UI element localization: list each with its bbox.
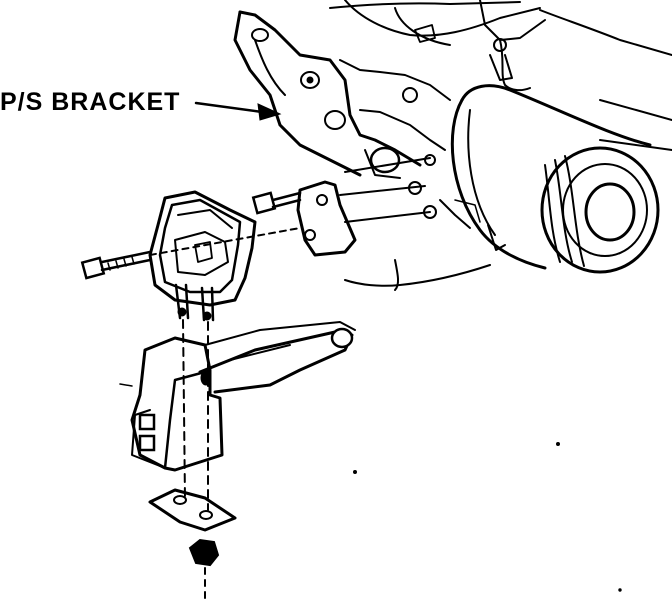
through-bolt-upper [251,191,302,215]
crankshaft-pulley [450,84,660,274]
callout-label: P/S BRACKET [0,88,181,116]
engine-side-bracket [296,157,431,257]
mount-studs [174,283,215,511]
engine-mount-insulator [148,190,257,307]
lower-nut [188,538,220,601]
frame-mount-bracket [119,321,356,472]
engine-block [329,0,672,291]
frame-plate [148,488,237,532]
ps-bracket [233,10,422,179]
pointer-arrow [194,101,282,121]
